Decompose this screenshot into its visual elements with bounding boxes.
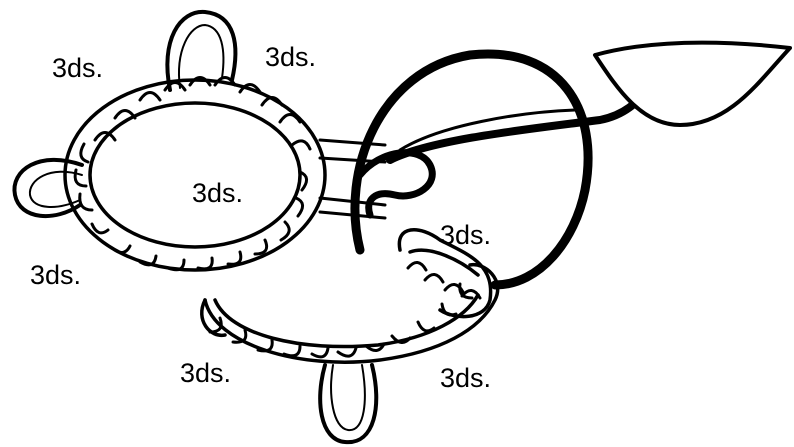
thread-loop (355, 54, 588, 285)
stitch-count-label: 3ds. (440, 365, 491, 392)
knot (360, 153, 432, 215)
stitch-count-label: 3ds. (440, 222, 491, 249)
stitch-count-label: 3ds. (192, 180, 243, 207)
left-ring-stitches (75, 78, 310, 270)
stitch-count-label: 3ds. (180, 360, 231, 387)
stitch-count-label: 3ds. (30, 262, 81, 289)
stitch-count-label: 3ds. (265, 44, 316, 71)
left-ring (65, 80, 325, 270)
stitch-count-label: 3ds. (52, 55, 103, 82)
picot-bottom-inner (331, 365, 365, 430)
thread-tail (390, 95, 640, 160)
